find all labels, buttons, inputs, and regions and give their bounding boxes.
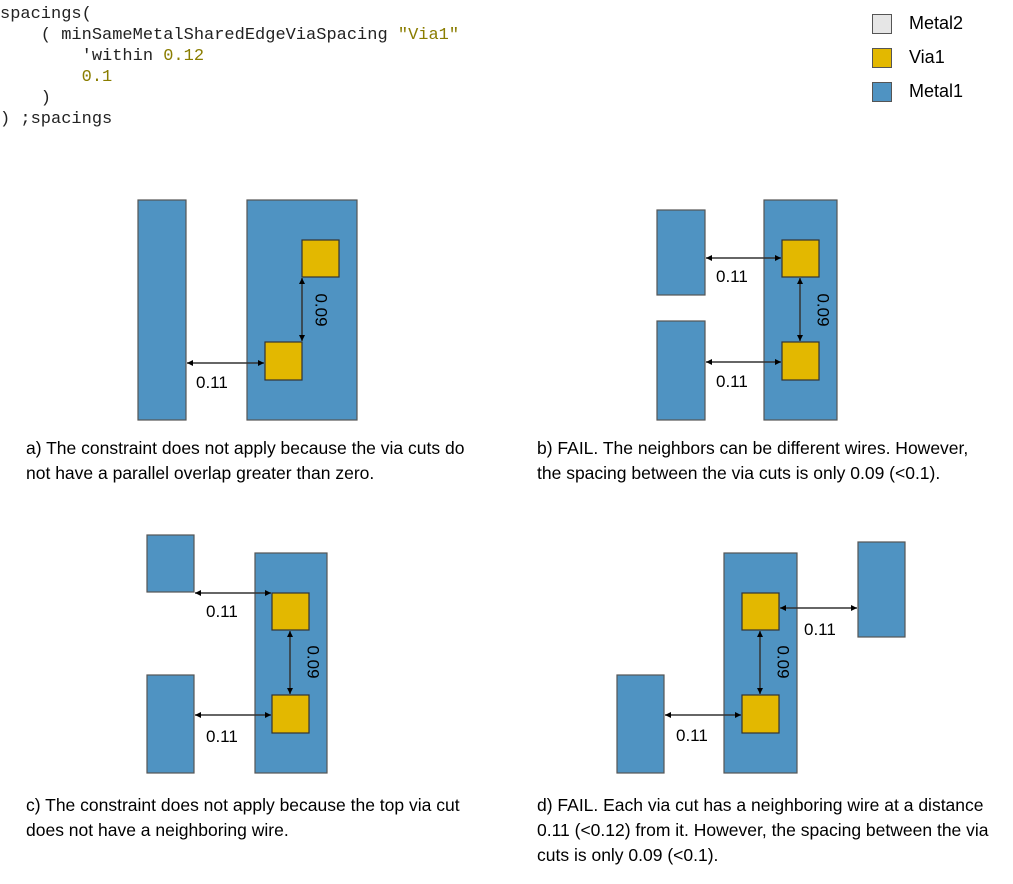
legend-via1: Via1 [872, 47, 945, 68]
legend-metal1: Metal1 [872, 81, 963, 102]
code-line: ( minSameMetalSharedEdgeViaSpacing [0, 26, 398, 45]
via1-swatch [872, 47, 892, 68]
via1-cut [271, 592, 310, 631]
metal1-wire [857, 541, 906, 638]
code-literal: "Via1" [397, 26, 460, 45]
via1-cut [781, 341, 820, 381]
metal2-swatch [872, 13, 892, 34]
metal1-wire [616, 674, 665, 774]
code-line: 'within [0, 47, 164, 66]
dimension-label: 0.11 [206, 602, 238, 621]
dimension-label: 0.09 [311, 293, 331, 327]
dimension-label: 0.11 [196, 373, 228, 392]
caption-d: d) FAIL. Each via cut has a neighboring … [537, 795, 989, 865]
code-line: 0.1 [0, 68, 113, 87]
legend-label: Metal2 [909, 13, 964, 33]
dimension-label: 0.11 [716, 267, 748, 286]
via1-cut [741, 592, 780, 631]
legend-label: Metal1 [909, 81, 964, 101]
via1-cut [264, 341, 303, 381]
via1-cut [741, 694, 780, 734]
caption-b: b) FAIL. The neighbors can be different … [537, 438, 969, 483]
code-line: spacings( [0, 5, 92, 24]
via1-cut [271, 694, 310, 734]
caption-a: a) The constraint does not apply because… [26, 438, 465, 483]
dimension-label: 0.09 [303, 645, 323, 679]
dimension-label: 0.09 [813, 293, 833, 327]
metal1-wire [137, 199, 187, 421]
metal1-swatch [872, 81, 892, 102]
metal1-wire [656, 320, 706, 421]
constraint-code: spacings( ( minSameMetalSharedEdgeViaSpa… [0, 4, 459, 130]
code-line: ) [0, 89, 52, 108]
dimension-label: 0.11 [206, 727, 238, 746]
caption-c: c) The constraint does not apply because… [26, 795, 460, 840]
dimension-label: 0.11 [716, 372, 748, 391]
metal1-wire [656, 209, 706, 296]
via1-cut [301, 239, 340, 278]
metal1-wire [146, 534, 195, 593]
dimension-label: 0.11 [804, 620, 836, 639]
code-line: ) ;spacings [0, 110, 113, 129]
via1-cut [781, 239, 820, 278]
dimension-label: 0.11 [676, 726, 708, 745]
legend-label: Via1 [909, 47, 945, 67]
code-literal: 0.12 [163, 47, 205, 66]
legend-metal2: Metal2 [872, 13, 963, 34]
metal1-wire [146, 674, 195, 774]
dimension-label: 0.09 [773, 645, 793, 679]
